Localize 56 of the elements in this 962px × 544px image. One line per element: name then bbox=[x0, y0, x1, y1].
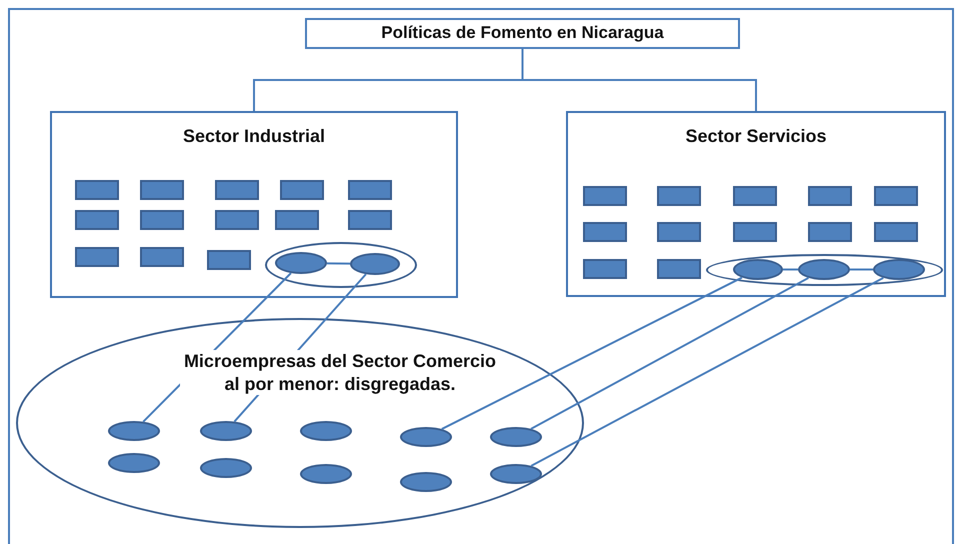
filled-rectangle bbox=[280, 180, 324, 200]
connector-line bbox=[530, 277, 809, 430]
filled-rectangle bbox=[874, 222, 918, 242]
filled-oval bbox=[873, 259, 925, 280]
filled-rectangle bbox=[75, 180, 119, 200]
connector-line bbox=[530, 277, 884, 467]
filled-oval bbox=[108, 453, 160, 473]
connector-line bbox=[441, 276, 742, 430]
connector-line bbox=[522, 49, 757, 111]
group-ellipse bbox=[706, 254, 943, 286]
filled-rectangle bbox=[733, 222, 777, 242]
filled-rectangle bbox=[657, 186, 701, 206]
title-text: Políticas de Fomento en Nicaragua bbox=[380, 22, 665, 44]
filled-rectangle bbox=[275, 210, 319, 230]
filled-rectangle bbox=[808, 186, 852, 206]
box-heading: Sector Servicios bbox=[684, 125, 828, 148]
filled-rectangle bbox=[657, 222, 701, 242]
filled-oval bbox=[490, 464, 542, 484]
box-heading: Sector Industrial bbox=[182, 125, 326, 148]
filled-oval bbox=[490, 427, 542, 447]
filled-rectangle bbox=[874, 186, 918, 206]
filled-rectangle bbox=[733, 186, 777, 206]
connector-line bbox=[326, 262, 350, 265]
filled-rectangle bbox=[140, 210, 184, 230]
filled-rectangle bbox=[583, 259, 627, 279]
filled-rectangle bbox=[583, 186, 627, 206]
group-heading: Microempresas del Sector Comercio al por menor: disgregadas. bbox=[180, 350, 500, 395]
filled-oval bbox=[400, 472, 452, 492]
filled-rectangle bbox=[140, 247, 184, 267]
filled-rectangle bbox=[657, 259, 701, 279]
filled-rectangle bbox=[348, 180, 392, 200]
filled-rectangle bbox=[348, 210, 392, 230]
group-ellipse bbox=[265, 242, 417, 288]
filled-oval bbox=[300, 421, 352, 441]
sector-box bbox=[566, 111, 946, 297]
filled-oval bbox=[275, 252, 327, 274]
filled-rectangle bbox=[215, 180, 259, 200]
filled-oval bbox=[350, 253, 400, 275]
filled-oval bbox=[200, 421, 252, 441]
filled-oval bbox=[400, 427, 452, 447]
filled-rectangle bbox=[583, 222, 627, 242]
filled-rectangle bbox=[140, 180, 184, 200]
filled-oval bbox=[798, 259, 850, 280]
filled-oval bbox=[108, 421, 160, 441]
filled-oval bbox=[300, 464, 352, 484]
filled-rectangle bbox=[207, 250, 251, 270]
filled-rectangle bbox=[75, 247, 119, 267]
connector-line bbox=[850, 268, 873, 270]
filled-rectangle bbox=[215, 210, 259, 230]
sector-box bbox=[50, 111, 458, 298]
filled-oval bbox=[733, 259, 783, 280]
connector-line bbox=[783, 268, 798, 270]
filled-rectangle bbox=[808, 222, 852, 242]
filled-oval bbox=[200, 458, 252, 478]
filled-rectangle bbox=[75, 210, 119, 230]
title-box bbox=[305, 18, 740, 49]
